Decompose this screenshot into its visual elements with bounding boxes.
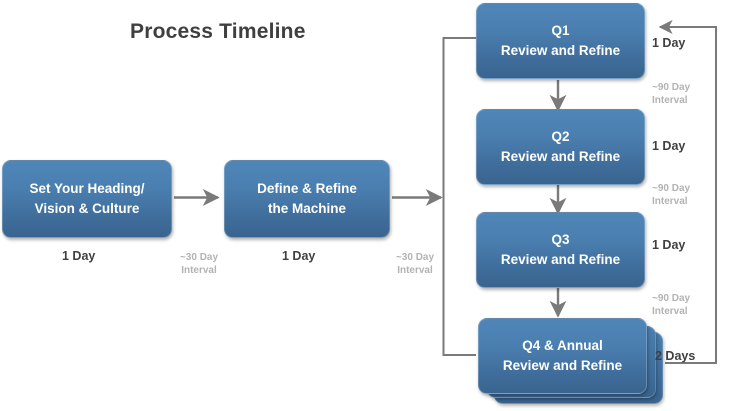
duration-label-q1: 1 Day	[652, 36, 686, 50]
process-box-line1: Q4 & Annual	[522, 338, 603, 354]
interval-line2: Interval	[652, 95, 688, 106]
duration-label-set-heading: 1 Day	[62, 249, 96, 263]
duration-label-q3: 1 Day	[652, 238, 686, 252]
process-box-line2: Review and Refine	[500, 43, 621, 58]
process-box-line2: Vision & Culture	[34, 201, 140, 216]
interval-line2: Interval	[181, 265, 217, 276]
process-box-line1: Q2	[551, 129, 570, 145]
process-box-line1: Set Your Heading/	[29, 181, 145, 197]
process-box-q2[interactable]: Q2 Review and Refine	[476, 109, 645, 185]
interval-line2: Interval	[397, 265, 433, 276]
process-box-q4[interactable]: Q4 & Annual Review and Refine	[478, 318, 647, 394]
interval-label-30day-1: ~30 Day Interval	[172, 251, 226, 277]
interval-label-90day-1: ~90 Day Interval	[652, 81, 712, 107]
process-box-line1: Q1	[551, 23, 570, 39]
duration-label-q2: 1 Day	[652, 139, 686, 153]
left-bracket-connector	[442, 37, 476, 356]
interval-line1: ~90 Day	[652, 82, 691, 93]
page-title: Process Timeline	[130, 20, 306, 43]
process-box-line1: Q3	[551, 232, 570, 248]
interval-label-90day-2: ~90 Day Interval	[652, 182, 712, 208]
process-box-line2: Review and Refine	[500, 149, 621, 164]
process-box-define-refine-machine[interactable]: Define & Refine the Machine	[224, 160, 390, 238]
process-box-set-heading[interactable]: Set Your Heading/ Vision & Culture	[2, 160, 172, 238]
interval-line1: ~30 Day	[179, 252, 219, 263]
process-box-line2: Review and Refine	[500, 252, 621, 267]
process-box-q1[interactable]: Q1 Review and Refine	[476, 3, 645, 79]
interval-label-30day-2: ~30 Day Interval	[388, 251, 442, 277]
interval-line1: ~90 Day	[652, 183, 691, 194]
duration-label-q4: 2 Days	[655, 349, 696, 363]
process-box-line2: the Machine	[267, 201, 346, 216]
interval-line2: Interval	[652, 196, 688, 207]
interval-line2: Interval	[652, 306, 688, 317]
process-box-line2: Review and Refine	[502, 358, 623, 373]
interval-line1: ~90 Day	[652, 293, 691, 304]
interval-label-90day-3: ~90 Day Interval	[652, 292, 712, 318]
process-box-q3[interactable]: Q3 Review and Refine	[476, 212, 645, 288]
duration-label-define-refine-machine: 1 Day	[282, 249, 316, 263]
loopback-connector-q4-to-q1	[658, 20, 717, 364]
interval-line1: ~30 Day	[395, 252, 435, 263]
process-box-line1: Define & Refine	[257, 181, 357, 197]
